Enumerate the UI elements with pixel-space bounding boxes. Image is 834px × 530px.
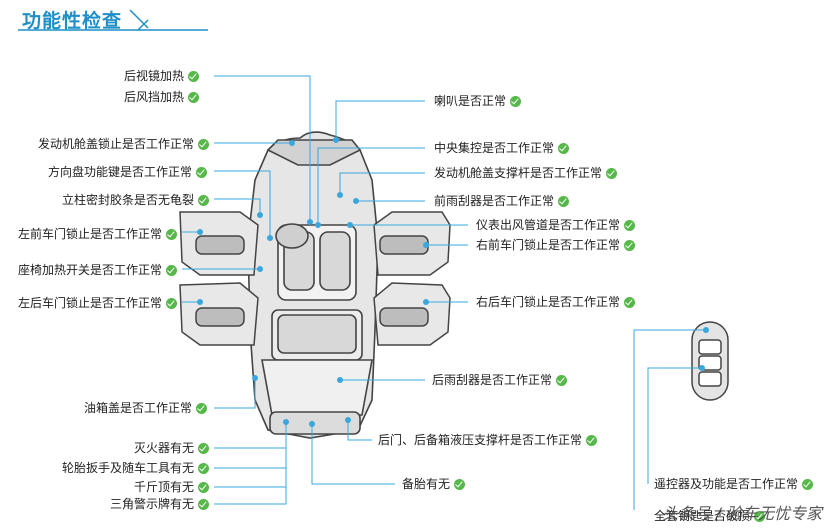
- label-tire-wrench: 轮胎扳手及随车工具有无: [62, 460, 210, 476]
- check-icon: [624, 219, 636, 231]
- label-spare-tire: 备胎有无: [402, 476, 466, 492]
- check-icon: [454, 478, 466, 490]
- label-rr-door-lock: 右后车门锁止是否工作正常: [476, 294, 636, 310]
- check-icon: [198, 442, 210, 454]
- check-icon: [188, 91, 200, 103]
- label-steering-keys: 方向盘功能键是否工作正常: [48, 164, 208, 180]
- check-icon: [558, 142, 570, 154]
- check-icon: [510, 95, 522, 107]
- label-rear-windshield-heat: 后风挡加热: [124, 89, 200, 105]
- label-front-wiper: 前雨刮器是否工作正常: [434, 193, 570, 209]
- check-icon: [166, 297, 178, 309]
- label-lr-door-lock: 左后车门锁止是否工作正常: [18, 295, 178, 311]
- label-extinguisher: 灭火器有无: [134, 440, 210, 456]
- check-icon: [754, 510, 766, 522]
- label-tailgate-strut: 后门、后备箱液压支撑杆是否工作正常: [378, 432, 598, 448]
- label-jack: 千斤顶有无: [134, 479, 210, 495]
- label-triangle: 三角警示牌有无: [110, 496, 210, 512]
- check-icon: [198, 498, 210, 510]
- right-doors: [373, 211, 451, 346]
- check-icon: [166, 228, 178, 240]
- remote-key-icon: [691, 321, 729, 401]
- check-icon: [606, 167, 618, 179]
- check-icon: [198, 194, 210, 206]
- check-icon: [198, 481, 210, 493]
- check-icon: [586, 434, 598, 446]
- label-rear-wiper: 后雨刮器是否工作正常: [432, 372, 568, 388]
- check-icon: [624, 296, 636, 308]
- check-icon: [198, 138, 210, 150]
- label-vent: 仪表出风管道是否工作正常: [476, 217, 636, 233]
- car-body: [247, 131, 379, 439]
- check-icon: [556, 374, 568, 386]
- leader-lines: [182, 75, 706, 510]
- label-rear-mirror-heat: 后视镜加热: [124, 68, 200, 84]
- label-remote: 遥控器及功能是否工作正常: [654, 476, 814, 492]
- check-icon: [198, 462, 210, 474]
- leader-dots: [197, 137, 709, 427]
- check-icon: [802, 478, 814, 490]
- left-doors: [179, 211, 259, 346]
- check-icon: [196, 166, 208, 178]
- check-icon: [196, 402, 208, 414]
- label-hood-lock: 发动机舱盖锁止是否工作正常: [38, 136, 210, 152]
- check-icon: [166, 264, 178, 276]
- check-icon: [188, 70, 200, 82]
- watermark: 头条号 / 验车无忧专家: [662, 504, 822, 523]
- label-center-control: 中央集控是否工作正常: [434, 140, 570, 156]
- title-underline: [18, 19, 208, 31]
- page-title: 功能性检查: [22, 10, 123, 32]
- label-pillar-seal: 立柱密封胶条是否无龟裂: [62, 192, 210, 208]
- label-rf-door-lock: 右前车门锁止是否工作正常: [476, 237, 636, 253]
- label-horn: 喇叭是否正常: [434, 93, 522, 109]
- label-fuel-cap: 油箱盖是否工作正常: [84, 400, 208, 416]
- check-icon: [558, 195, 570, 207]
- label-seat-heat: 座椅加热开关是否工作正常: [18, 262, 178, 278]
- label-all-keys: 全套钥匙是否破损: [654, 508, 766, 524]
- check-icon: [624, 239, 636, 251]
- label-lf-door-lock: 左前车门锁止是否工作正常: [18, 226, 178, 242]
- label-hood-strut: 发动机舱盖支撑杆是否工作正常: [434, 165, 618, 181]
